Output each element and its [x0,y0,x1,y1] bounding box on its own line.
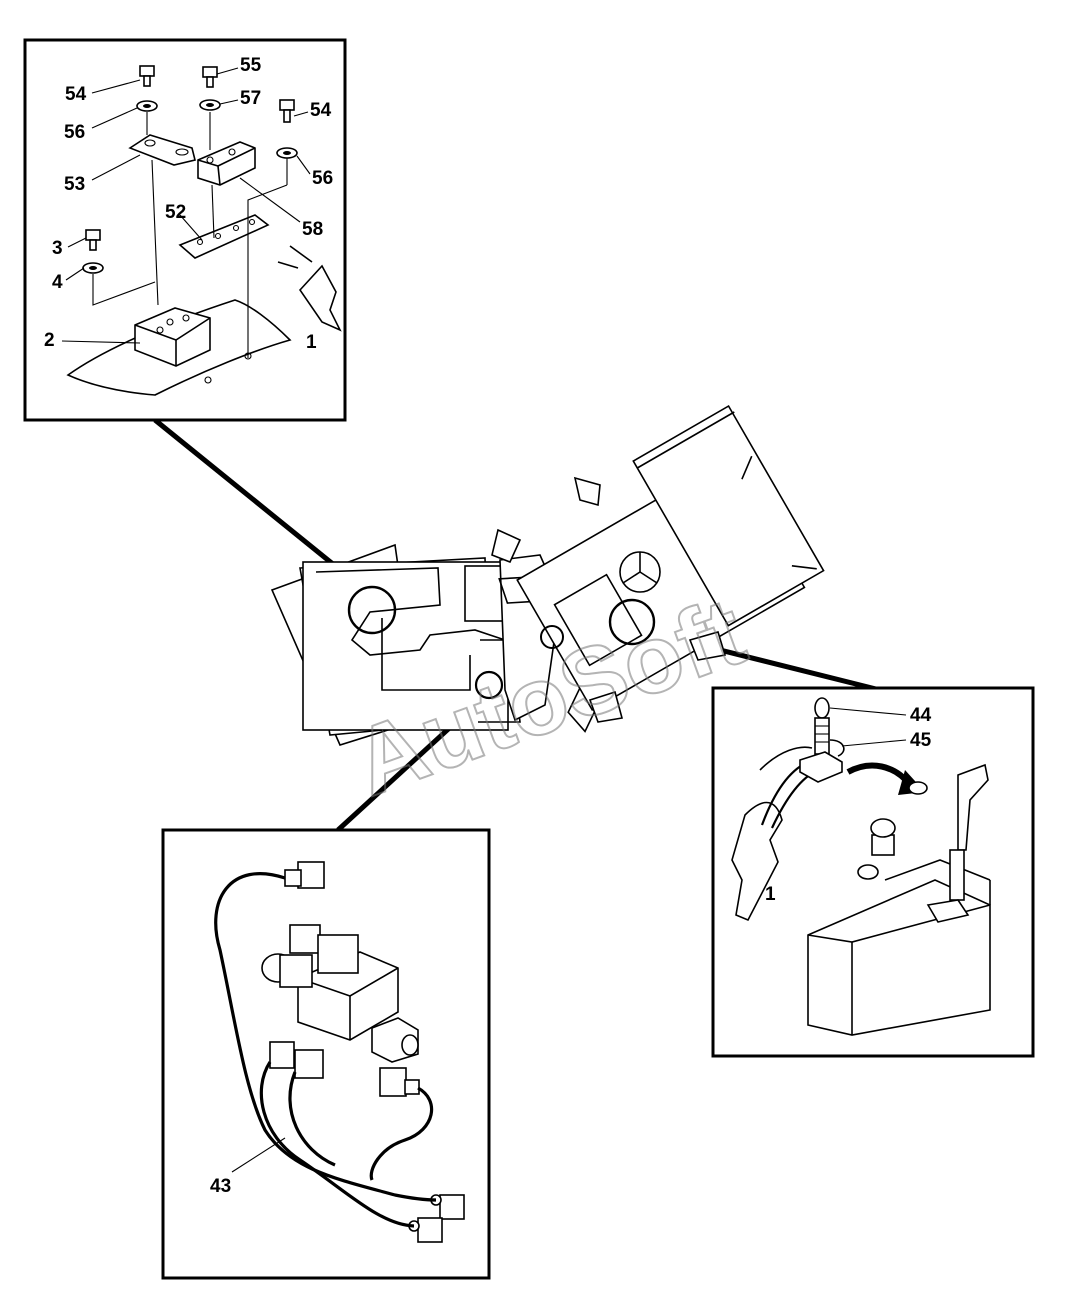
callout-44: 44 [910,705,932,726]
callout-4: 4 [52,272,63,293]
callout-57: 57 [240,88,261,109]
detail-box-bottom: 43 [161,828,491,1280]
callout-53: 53 [64,174,85,195]
callout-1-right: 1 [765,884,776,905]
callout-56-left: 56 [64,122,85,143]
callout-54-left: 54 [65,84,87,105]
detail-box-top-left: 54 55 57 54 56 53 56 58 52 3 4 2 1 [23,38,347,422]
machine-overview [270,404,825,746]
detail-box-right: 44 45 1 [711,686,1035,1058]
callout-56-right: 56 [312,168,333,189]
callout-43: 43 [210,1176,231,1197]
callout-2: 2 [44,330,55,351]
callout-52: 52 [165,202,186,223]
callout-54-right: 54 [310,100,332,121]
callout-3: 3 [52,238,63,259]
callout-58: 58 [302,219,323,240]
callout-55: 55 [240,55,262,76]
callout-45: 45 [910,730,932,751]
callout-1-top: 1 [306,332,317,353]
